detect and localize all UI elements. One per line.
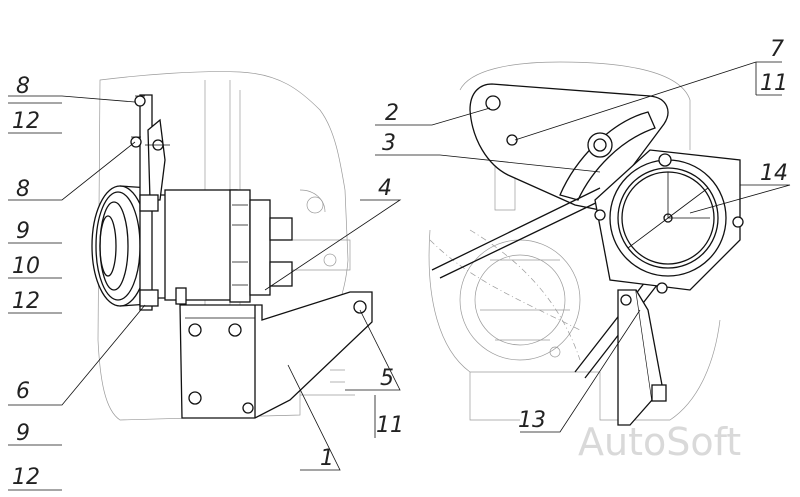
callout-8-top: 8 <box>16 74 30 99</box>
callout-2: 2 <box>385 101 399 126</box>
compressor-body <box>147 189 293 303</box>
right-leaders <box>375 61 791 433</box>
callout-12-top: 12 <box>12 109 40 134</box>
right-view: 7 11 2 3 14 13 <box>375 37 791 433</box>
callout-1: 1 <box>320 446 334 471</box>
callout-3: 3 <box>382 131 396 156</box>
callout-11-right: 11 <box>760 71 788 96</box>
callout-6: 6 <box>16 379 30 404</box>
mounting-strap <box>130 94 187 311</box>
callout-10: 10 <box>12 254 40 279</box>
tension-bracket <box>617 289 667 426</box>
engine-outline-right <box>428 61 721 421</box>
watermark: AutoSoft <box>578 420 741 464</box>
callout-14: 14 <box>760 161 788 186</box>
callout-8-middle: 8 <box>16 177 30 202</box>
engine-outline-left <box>97 71 349 421</box>
left-leaders <box>8 95 402 491</box>
callout-9-lower: 9 <box>16 421 30 446</box>
right-callouts: 7 11 2 3 14 13 <box>382 37 788 433</box>
callout-5: 5 <box>380 366 394 391</box>
callout-11-left: 11 <box>376 413 404 438</box>
lower-bracket <box>179 291 373 419</box>
callout-12-middle: 12 <box>12 289 40 314</box>
callout-4: 4 <box>378 176 392 201</box>
callout-13: 13 <box>518 408 546 433</box>
compressor-right <box>594 149 744 294</box>
left-view: 8 12 8 9 10 12 6 9 12 4 5 11 1 <box>8 71 404 491</box>
callout-12-bottom: 12 <box>12 465 40 490</box>
left-callouts: 8 12 8 9 10 12 6 9 12 4 5 11 1 <box>12 74 404 490</box>
callout-9-upper: 9 <box>16 219 30 244</box>
callout-7: 7 <box>770 37 784 62</box>
